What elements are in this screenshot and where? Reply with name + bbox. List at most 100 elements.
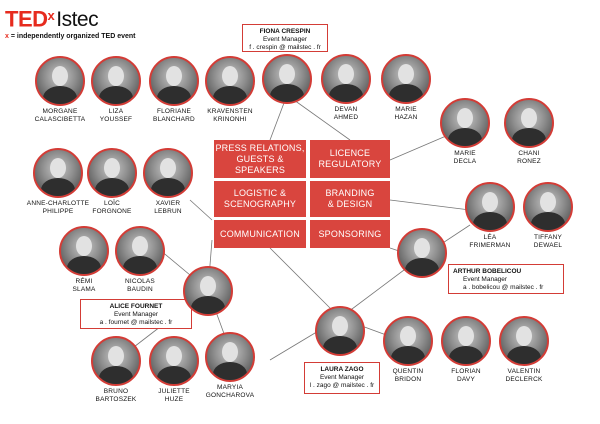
department-label: COMMUNICATION <box>220 228 300 239</box>
person-arthur <box>382 228 462 278</box>
person-last-name: BAUDIN <box>127 286 153 293</box>
person-first-name: XAVIER <box>155 200 181 207</box>
avatar <box>315 306 365 356</box>
manager-email: a . bobelicou @ mailstec . fr <box>463 284 544 291</box>
person-last-name: AHMED <box>333 114 359 121</box>
manager-name: LAURA ZAGO <box>320 366 364 373</box>
person-last-name: GONCHAROVA <box>205 392 255 399</box>
person-last-name: DECLERCK <box>505 376 543 383</box>
department-label: SCENOGRAPHY <box>223 199 297 209</box>
department-sponsoring: SPONSORING <box>310 220 390 248</box>
person-first-name: RÉMI <box>75 278 93 285</box>
manager-card-alice: ALICE FOURNET Event Manager a . fournet … <box>80 299 192 329</box>
person-first-name: FLORIAN <box>451 368 481 375</box>
person-first-name: LIZA <box>108 108 124 115</box>
avatar <box>440 98 490 148</box>
brand-wordmark: TEDxIstec <box>5 3 136 31</box>
person-first-name: DEVAN <box>334 106 358 113</box>
person-last-name: FORGNONE <box>92 208 132 215</box>
person-last-name: RONEZ <box>517 158 541 165</box>
person-last-name: YOUSSEF <box>99 116 133 123</box>
manager-role: Event Manager <box>113 311 159 318</box>
department-label: GUESTS & SPEAKERS <box>234 153 286 175</box>
manager-email: a . fournet @ mailstec . fr <box>99 319 173 326</box>
manager-role: Event Manager <box>262 36 308 43</box>
department-communication: COMMUNICATION <box>214 220 306 248</box>
department-label: SPONSORING <box>318 228 382 239</box>
manager-card-laura: LAURA ZAGO Event Manager l . zago @ mail… <box>304 362 380 394</box>
tagline-text: = independently organized TED event <box>8 33 136 41</box>
person-first-name: LÉA <box>483 234 497 241</box>
person-last-name: KRINONHI <box>213 116 247 123</box>
avatar <box>91 336 141 386</box>
person-last-name: BARTOSZEK <box>95 396 137 403</box>
person-first-name: NICOLAS <box>125 278 155 285</box>
avatar <box>35 56 85 106</box>
avatar <box>33 148 83 198</box>
person-last-name: BRIDON <box>394 376 422 383</box>
avatar <box>381 54 431 104</box>
avatar <box>87 148 137 198</box>
brand-x: x <box>47 8 55 23</box>
person-first-name: KRAVENSTEN <box>207 108 253 115</box>
person-last-name: DAVY <box>456 376 476 383</box>
person-first-name: MARIE <box>454 150 476 157</box>
person-last-name: PHILIPPE <box>42 208 74 215</box>
brand-name: Istec <box>56 8 99 32</box>
avatar <box>504 98 554 148</box>
department-branding: BRANDING& DESIGN <box>310 181 390 217</box>
person-last-name: HAZAN <box>394 114 418 121</box>
avatar <box>499 316 549 366</box>
manager-role: Event Manager <box>463 276 508 283</box>
brand-ted: TED <box>5 6 48 32</box>
department-label: LOGISTIC & <box>233 188 287 198</box>
person-last-name: CALASCIBETTA <box>34 116 86 123</box>
person-first-name: BRUNO <box>103 388 129 395</box>
department-logistic: LOGISTIC &SCENOGRAPHY <box>214 181 306 217</box>
department-label: LICENCE <box>329 148 371 158</box>
avatar <box>143 148 193 198</box>
person-first-name: ANNE-CHARLOTTE <box>26 200 90 207</box>
avatar <box>465 182 515 232</box>
avatar <box>149 56 199 106</box>
avatar <box>262 54 312 104</box>
person-last-name: DEWAEL <box>533 242 563 249</box>
person-last-name: BLANCHARD <box>153 116 195 123</box>
person-last-name: SLAMA <box>72 286 96 293</box>
person-first-name: MARIE <box>395 106 417 113</box>
person-first-name: FLORIANE <box>156 108 192 115</box>
department-press: PRESS RELATIONS,GUESTS & SPEAKERS <box>214 140 306 178</box>
avatar <box>183 266 233 316</box>
person-laura <box>300 306 380 356</box>
person-fiona <box>247 54 327 104</box>
manager-name: FIONA CRESPIN <box>259 28 311 35</box>
avatar <box>441 316 491 366</box>
person-first-name: VALENTIN <box>507 368 541 375</box>
department-label: BRANDING <box>325 188 375 198</box>
manager-email: l . zago @ mailstec . fr <box>309 382 375 389</box>
avatar <box>205 56 255 106</box>
person-first-name: MARYIA <box>216 384 243 391</box>
tedx-logo: TEDxIstec x = independently organized TE… <box>5 3 136 41</box>
person-first-name: JULIETTE <box>158 388 190 395</box>
person-alice <box>168 266 248 316</box>
avatar <box>205 332 255 382</box>
